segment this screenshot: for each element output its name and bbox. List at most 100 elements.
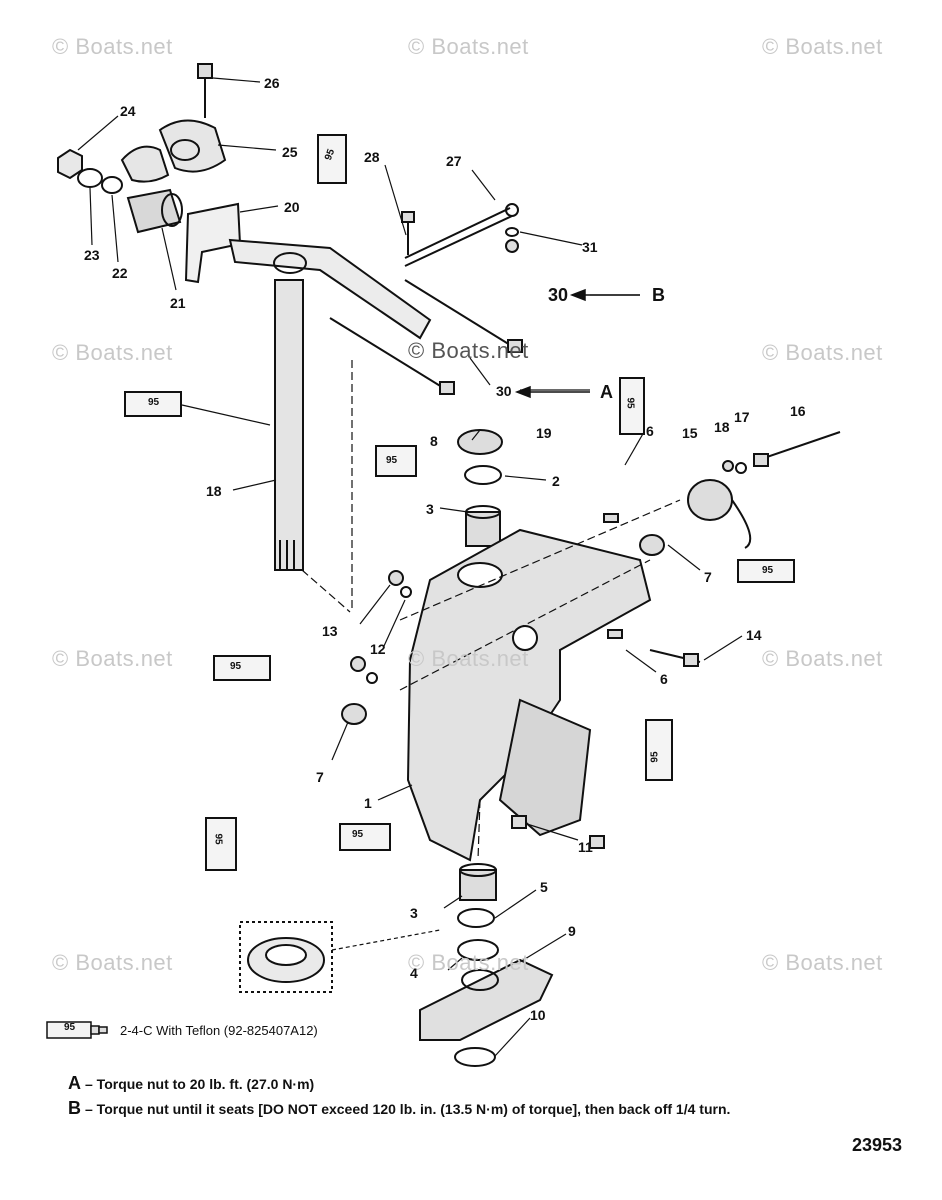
part-10-o-ring <box>454 1047 496 1067</box>
part-22-bushing <box>126 188 183 234</box>
callout-15: 15 <box>682 425 698 441</box>
legend: 95 2-4-C With Teflon (92-825407A12) <box>46 1018 318 1042</box>
part-20-stud <box>329 279 523 395</box>
callout-14: 14 <box>746 627 762 643</box>
watermark: © Boats.net <box>52 34 173 59</box>
note-a: A– Torque nut to 20 lb. ft. (27.0 N·m) <box>68 1073 908 1094</box>
tube-label: 95 <box>649 751 661 763</box>
callout-30: 30 <box>548 285 569 305</box>
figure-number: 23953 <box>851 1135 902 1155</box>
callout-24: 23 <box>84 247 100 263</box>
callout-25: 24 <box>120 103 136 119</box>
part-31-washer <box>505 227 519 237</box>
callout-30: 30 <box>496 383 512 399</box>
note-text: – Torque nut until it seats [DO NOT exce… <box>85 1101 731 1117</box>
part-6-grease-fitting <box>603 513 619 523</box>
watermark: © Boats.net <box>408 34 529 59</box>
tube-label: 95 <box>148 397 160 408</box>
tube-label: 95 <box>624 397 636 409</box>
callout-2: 2 <box>552 473 560 489</box>
part-7-bushing <box>639 534 665 556</box>
callout-7: 7 <box>704 569 712 585</box>
part-24-washer <box>77 168 103 188</box>
callout-b: B <box>652 285 665 305</box>
callout-7: 7 <box>316 769 324 785</box>
note-text: – Torque nut to 20 lb. ft. (27.0 N·m) <box>85 1076 315 1092</box>
callout-21: 20 <box>284 199 300 215</box>
part-5-washer <box>457 908 495 928</box>
part-21-plate <box>184 202 242 284</box>
watermark: © Boats.net <box>762 950 883 975</box>
part-19-swivel-tube <box>228 238 432 571</box>
seal-inset <box>239 921 333 993</box>
legend-text: 2-4-C With Teflon (92-825407A12) <box>120 1022 318 1038</box>
watermark: © Boats.net <box>762 646 883 671</box>
callout-12: 12 <box>370 641 386 657</box>
callout-6: 6 <box>660 671 668 687</box>
part-4-washer <box>457 939 499 961</box>
tube-label: 95 <box>230 661 242 672</box>
callout-26: 25 <box>282 144 298 160</box>
grease-tube-icon <box>46 1021 108 1039</box>
watermark: © Boats.net <box>52 340 173 365</box>
callout-31: 31 <box>582 239 598 255</box>
note-key: A <box>68 1073 81 1093</box>
arrow-b <box>569 288 640 302</box>
legend-tube-label: 95 <box>64 1022 76 1033</box>
callout-22: 21 <box>170 295 186 311</box>
callout-20: 19 <box>536 425 552 441</box>
callout-4: 4 <box>410 965 418 981</box>
watermark: © Boats.net <box>408 338 529 363</box>
part-3-lower-bushing <box>459 863 497 901</box>
part-1-swivel-bracket <box>406 528 652 862</box>
grease-tube-icon <box>124 134 795 871</box>
note-b: B– Torque nut until it seats [DO NOT exc… <box>68 1098 908 1119</box>
part-2-washer <box>464 465 502 485</box>
watermark: © Boats.net <box>408 950 529 975</box>
watermark: © Boats.net <box>52 950 173 975</box>
torque-notes: A– Torque nut to 20 lb. ft. (27.0 N·m) B… <box>68 1073 908 1123</box>
watermark: © Boats.net <box>762 34 883 59</box>
callout-19: 18 <box>206 483 222 499</box>
part-28-link-rod <box>404 203 519 267</box>
watermark: © Boats.net <box>762 340 883 365</box>
tube-label: 95 <box>762 565 774 576</box>
callout-9: 9 <box>568 923 576 939</box>
callout-3: 3 <box>410 905 418 921</box>
part-13-nut <box>350 570 404 672</box>
callout-16: 16 <box>790 403 806 419</box>
leader-lines <box>77 77 743 1057</box>
callout-11: 11 <box>578 839 593 855</box>
part-7-bushing <box>341 703 367 725</box>
part-18-nut <box>722 460 734 472</box>
note-key: B <box>68 1098 81 1118</box>
callout-29: 28 <box>364 149 380 165</box>
part-25-nut <box>57 148 83 180</box>
part-9-steering-arm <box>419 958 554 1041</box>
part-16-plug <box>753 431 841 467</box>
callout-27: 26 <box>264 75 280 91</box>
tube-label: 95 <box>352 829 364 840</box>
part-6-grease-fitting <box>607 629 623 639</box>
callout-5: 5 <box>540 879 548 895</box>
callout-a: A <box>600 382 613 402</box>
part-23-washer <box>101 176 123 194</box>
part-3-upper-bushing <box>465 505 501 547</box>
callout-18: 18 <box>714 419 730 435</box>
part-27-bolt <box>197 63 213 118</box>
callout-17: 17 <box>734 409 750 425</box>
watermark: © Boats.net <box>408 646 529 671</box>
callout-6: 6 <box>646 423 654 439</box>
callout-23: 22 <box>112 265 128 281</box>
part-15-sensor <box>687 479 752 549</box>
arrow-a <box>514 385 590 399</box>
callout-8: 8 <box>430 433 438 449</box>
callout-3: 3 <box>426 501 434 517</box>
part-11-screw <box>511 815 605 849</box>
callout-10: 10 <box>530 1007 546 1023</box>
callout-13: 13 <box>322 623 338 639</box>
part-8-bearing <box>457 429 503 455</box>
part-26-clamp <box>120 119 227 183</box>
part-17-washer <box>735 462 747 474</box>
